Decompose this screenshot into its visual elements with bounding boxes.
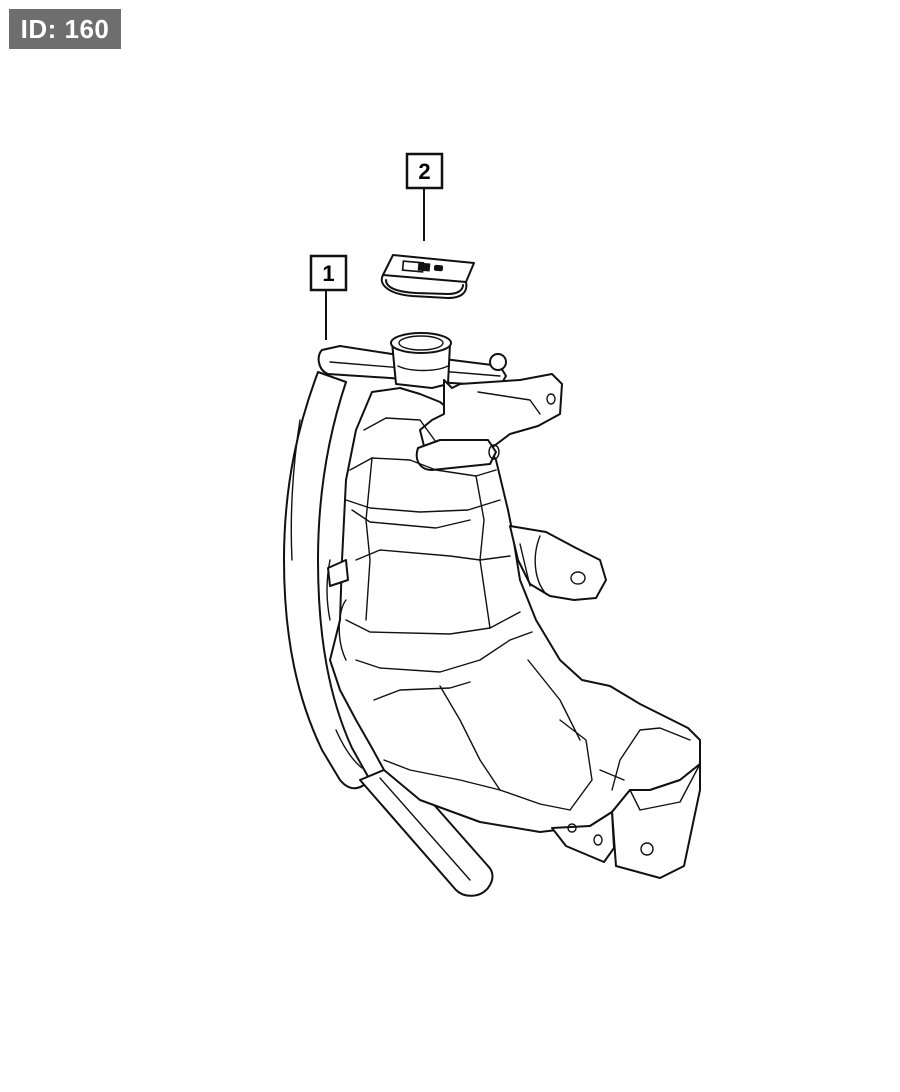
coolant-reservoir-part[interactable]: [283, 332, 701, 897]
callout-2[interactable]: 2: [405, 152, 444, 241]
callout-1-label: 1: [322, 261, 334, 286]
id-badge: ID: 160: [9, 9, 121, 49]
callout-2-label: 2: [418, 159, 430, 184]
coolant-cap-part[interactable]: [380, 254, 475, 299]
callout-1[interactable]: 1: [309, 254, 348, 340]
